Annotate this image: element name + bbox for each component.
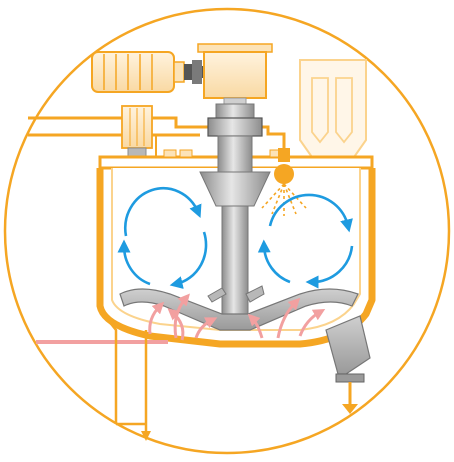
circulation-flow-right: [257, 193, 354, 289]
filter-housing: [299, 59, 367, 161]
heat-flow-arrows: [148, 293, 326, 341]
gearbox: [197, 43, 273, 105]
bottom-piping: [107, 319, 151, 441]
circulation-flow-left: [117, 186, 208, 289]
spray-nozzle: [261, 148, 307, 216]
drive-motor: [91, 51, 185, 93]
discharge-valve: [325, 315, 371, 414]
boundary-circle: [3, 7, 451, 455]
agitator-shaft: [199, 103, 271, 317]
